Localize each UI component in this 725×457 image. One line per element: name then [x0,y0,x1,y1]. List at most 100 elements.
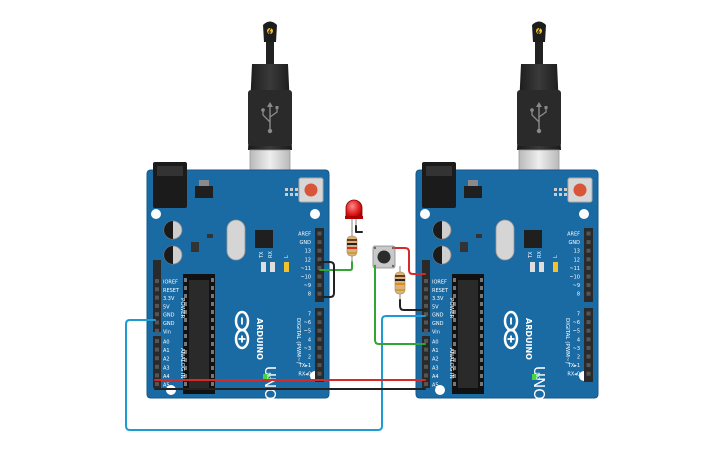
digital-pin-top-4[interactable] [317,265,322,270]
pushbutton-cap[interactable] [377,250,391,264]
digital-pin-top-1[interactable] [586,240,591,245]
wire-green-pin13[interactable] [319,261,353,271]
digital-pin-bottom-2[interactable] [586,328,591,333]
digital-pin-top-2[interactable] [317,248,322,253]
on-label: ON [267,372,273,380]
digital-pin-bottom-label-4: ~3 [304,346,311,352]
power-pin-6[interactable] [155,328,159,333]
digital-pin-bottom-5[interactable] [317,354,322,359]
l-led [284,262,289,272]
analog-pin-4[interactable] [155,373,159,378]
power-pin-2[interactable] [424,295,428,300]
digital-pin-bottom-3[interactable] [317,337,322,342]
digital-pin-top-1[interactable] [317,240,322,245]
digital-pin-bottom-7[interactable] [586,371,591,376]
digital-pin-bottom-0[interactable] [317,311,322,316]
power-pin-1[interactable] [424,287,428,292]
analog-pin-label-1: A1 [163,348,170,354]
digital-pin-bottom-4[interactable] [586,345,591,350]
crystal-oscillator [226,219,246,261]
analog-pin-label-0: A0 [432,340,439,346]
resistor-led[interactable] [346,230,358,262]
digital-pin-top-2[interactable] [586,248,591,253]
digital-pin-top-label-0: AREF [567,232,580,238]
atmega-chip [458,280,478,388]
wire-green-button-a0[interactable] [374,265,426,345]
wire-black-led-gnd[interactable] [319,261,335,298]
analog-pin-label-3: A3 [163,365,170,371]
analog-pin-5[interactable] [424,382,428,386]
digital-pin-top-label-0: AREF [298,232,311,238]
digital-pin-top-0[interactable] [317,231,322,236]
wire-blue-power[interactable] [125,315,426,431]
power-pin-3[interactable] [424,303,428,308]
analog-pin-3[interactable] [155,364,159,369]
power-pin-4[interactable] [155,312,159,317]
power-pin-4[interactable] [424,312,428,317]
pushbutton[interactable] [372,245,396,269]
digital-pin-top-6[interactable] [586,283,591,288]
power-pin-5[interactable] [155,320,159,325]
analog-pin-0[interactable] [424,339,428,343]
analog-pin-label-2: A2 [163,357,170,363]
crystal-oscillator [495,219,515,261]
power-pin-1[interactable] [155,287,159,292]
digital-pin-bottom-5[interactable] [586,354,591,359]
digital-pin-top-4[interactable] [586,265,591,270]
led-body[interactable] [345,199,363,219]
on-led [263,374,269,380]
power-pin-label-6: Vin [163,329,171,335]
power-pin-label-6: Vin [432,329,440,335]
digital-header-top [315,228,324,302]
wire-black-button-gnd[interactable] [399,299,426,311]
analog-pin-4[interactable] [424,373,428,378]
digital-pin-top-label-4: ~11 [569,266,580,272]
analog-header [422,336,430,388]
analog-pin-1[interactable] [424,347,428,352]
power-pin-3[interactable] [155,303,159,308]
reset-button-cap[interactable] [304,183,318,197]
reset-button-cap[interactable] [573,183,587,197]
power-pin-0[interactable] [155,279,159,283]
power-pin-2[interactable] [155,295,159,300]
digital-pin-top-5[interactable] [317,274,322,279]
voltage-regulator [464,186,482,198]
digital-pin-top-7[interactable] [317,291,322,296]
tx-led [261,262,266,272]
digital-pin-bottom-6[interactable] [586,363,591,368]
digital-pin-bottom-2[interactable] [317,328,322,333]
on-label: ON [536,372,542,380]
digital-pin-top-3[interactable] [317,257,322,262]
digital-pin-bottom-1[interactable] [317,320,322,325]
analog-pin-1[interactable] [155,347,159,352]
resistor-button[interactable] [394,266,406,300]
digital-pin-bottom-7[interactable] [317,371,322,376]
analog-pin-3[interactable] [424,364,428,369]
power-pin-6[interactable] [424,328,428,333]
analog-header [153,336,161,388]
wire-red-button-5v[interactable] [394,247,426,275]
digital-pin-bottom-0[interactable] [586,311,591,316]
usb-chip [524,230,542,248]
digital-pin-top-3[interactable] [586,257,591,262]
power-pin-label-2: 3.3V [432,296,444,302]
digital-pin-top-0[interactable] [586,231,591,236]
digital-pin-bottom-1[interactable] [586,320,591,325]
power-pin-0[interactable] [424,279,428,283]
digital-pin-top-6[interactable] [317,283,322,288]
analog-pin-5[interactable] [155,382,159,386]
digital-pin-bottom-3[interactable] [586,337,591,342]
analog-pin-2[interactable] [424,356,428,361]
digital-header-label: DIGITAL (PWM~) [295,318,301,364]
analog-pin-label-4: A4 [432,374,439,380]
wire-black-led-leg[interactable] [355,225,363,233]
digital-pin-bottom-4[interactable] [317,345,322,350]
power-header-label: POWER [179,298,185,319]
red-led[interactable] [345,199,363,232]
digital-pin-bottom-6[interactable] [317,363,322,368]
digital-pin-top-5[interactable] [586,274,591,279]
analog-pin-0[interactable] [155,339,159,343]
power-pin-5[interactable] [424,320,428,325]
digital-pin-top-7[interactable] [586,291,591,296]
analog-pin-2[interactable] [155,356,159,361]
